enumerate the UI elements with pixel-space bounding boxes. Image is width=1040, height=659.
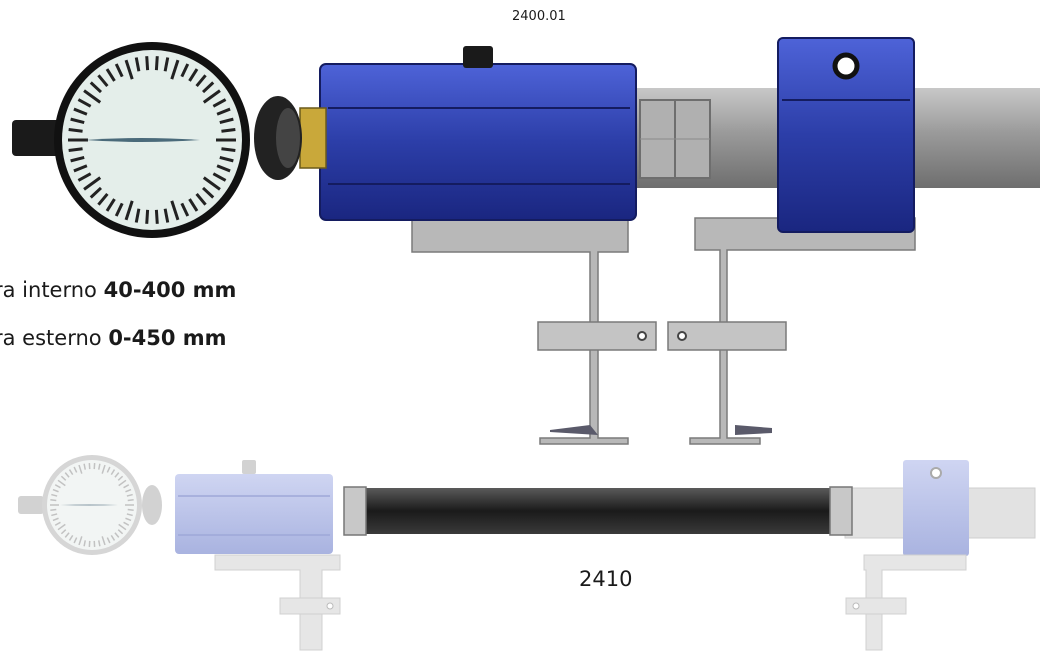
product-code-bottom: 2410 <box>579 567 632 591</box>
dial-tick <box>128 510 134 511</box>
range-internal-value: 40-400 mm <box>104 278 237 302</box>
dial-tick <box>50 510 56 511</box>
clamp-right <box>668 218 915 444</box>
range-external-value: 0-450 mm <box>108 326 226 350</box>
dial-tick <box>147 56 148 70</box>
clamp-left <box>412 220 656 444</box>
dial-tick <box>156 210 157 224</box>
dial-tick <box>221 129 235 131</box>
main-body <box>320 64 636 220</box>
range-external-text: ra esterno <box>0 326 102 350</box>
dial-tick <box>128 500 134 501</box>
range-internal: ra interno 40-400 mm <box>0 278 236 302</box>
dial-tick <box>50 500 56 501</box>
dial-tick <box>69 129 83 131</box>
dial-tick <box>147 210 148 224</box>
product-code-top: 2400.01 <box>512 9 566 24</box>
dial-tick <box>156 56 157 70</box>
range-external: ra esterno 0-450 mm <box>0 326 227 350</box>
top-assembly <box>12 38 1040 444</box>
bottom-assembly <box>18 455 1035 650</box>
dial-tick <box>221 149 235 151</box>
dial-stem <box>12 120 60 156</box>
dial-gauge-icon <box>54 42 250 238</box>
dial-tick <box>69 149 83 151</box>
extension-rod-icon <box>348 488 848 534</box>
range-internal-text: ra interno <box>0 278 97 302</box>
top-button <box>463 46 493 68</box>
